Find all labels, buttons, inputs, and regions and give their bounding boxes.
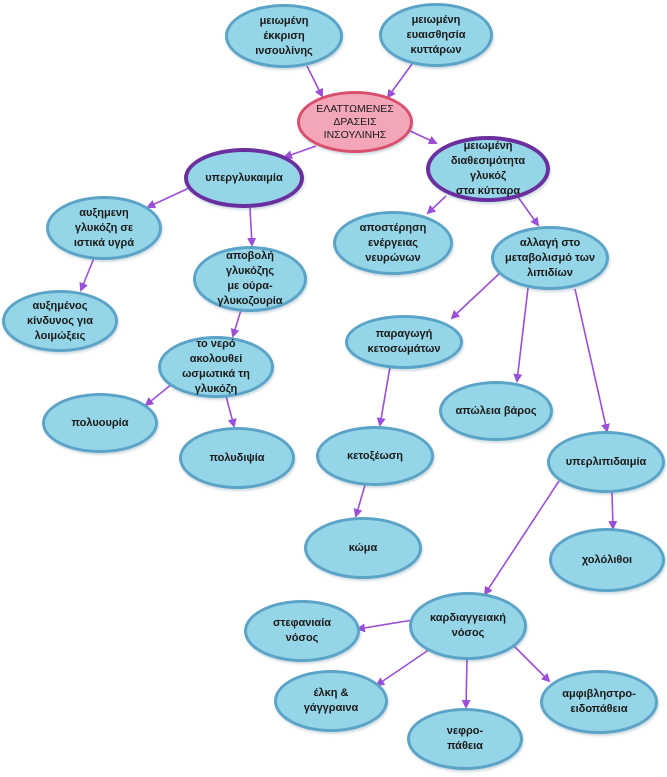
node-ketoacidosis: κετοξέωση: [316, 426, 434, 486]
node-polyuria: πολυουρία: [42, 393, 158, 453]
node-reduced-glucose-availability: μειωμένη διαθεσιμότητα γλυκόζ στα κύτταρ…: [426, 136, 550, 202]
arrow-root-to-availability: [407, 129, 438, 145]
arrow-lipid-to-hyperlipidemia: [574, 288, 610, 433]
node-retinopathy: αμφιβληστρο- ειδοπάθεια: [540, 670, 658, 734]
arrow-cardiovascular-to-ulcers: [375, 646, 434, 687]
node-reduced-insulin-secretion: μειωμένη έκκριση ινσουλίνης: [225, 4, 343, 68]
node-polydipsia: πολυδιψία: [179, 427, 295, 489]
node-infection-risk-label: αυξημένος κίνδυνος για λοιμώξεις: [27, 299, 93, 342]
node-weight-loss: απώλεια βάρος: [439, 381, 553, 441]
node-coma-label: κώμα: [348, 541, 378, 554]
node-increased-tissue-glucose-label: αυξημενη γλυκόζη σε ιστικά υγρά: [73, 206, 135, 249]
arrow-excretion-to-water: [230, 309, 242, 338]
arrow-tissue-glucose-to-infection: [79, 257, 95, 292]
arrow-hyperglycemia-to-tissue-glucose: [146, 187, 190, 209]
node-coronary-disease-label: στεφανιαία νόσος: [272, 617, 332, 644]
node-ketone-production: παραγωγή κετοσωμάτων: [345, 315, 463, 369]
node-lipid-metabolism-change: αλλαγή στο μεταβολισμό των λιπιδίων: [491, 226, 609, 290]
node-water-follows-glucose-label: το νερό ακολουθεί ωσμωτικά τη γλυκόζη: [182, 338, 250, 395]
node-weight-loss-label: απώλεια βάρος: [455, 404, 537, 417]
arrow-hyperglycemia-to-excretion: [247, 207, 257, 247]
node-reduced-insulin-secretion-label: μειωμένη έκκριση ινσουλίνης: [255, 14, 313, 57]
arrow-availability-to-neuron: [426, 195, 447, 215]
node-gallstones-label: χολόλιθοι: [581, 553, 633, 566]
node-increased-tissue-glucose: αυξημενη γλυκόζη σε ιστικά υγρά: [46, 196, 162, 260]
node-coma: κώμα: [304, 517, 422, 579]
node-hyperlipidemia: υπερλιπιδαιμία: [547, 431, 665, 493]
node-neuron-energy-deprivation: αποστέρηση ενέργειας νευρώνων: [333, 211, 453, 275]
node-cardiovascular-disease-label: καρδιαγγειακή νόσος: [430, 612, 506, 639]
node-ulcers-gangrene-label: έλκη & γάγγραινα: [303, 687, 359, 714]
node-infection-risk: αυξημένος κίνδυνος για λοιμώξεις: [2, 290, 118, 352]
arrow-availability-to-lipid: [517, 196, 540, 227]
node-gallstones: χολόλιθοι: [549, 528, 665, 592]
arrow-hyperlipidemia-to-gallstones: [608, 491, 618, 530]
node-reduced-insulin-action-label: ΕΛΑΤΤΩΜΕΝΕΣ ΔΡΑΣΕΙΣ ΙΝΣΟΥΛΙΝΗΣ: [316, 102, 394, 141]
arrow-ketone-to-ketoacidosis: [376, 366, 391, 427]
node-hyperglycemia: υπεργλυκαιμία: [184, 148, 304, 208]
arrow-water-to-polyuria: [144, 383, 173, 407]
node-reduced-insulin-action: ΕΛΑΤΤΩΜΕΝΕΣ ΔΡΑΣΕΙΣ ΙΝΣΟΥΛΙΝΗΣ: [297, 91, 413, 153]
arrow-root-to-hyperglycemia: [283, 145, 317, 159]
arrow-lipid-to-weight-loss: [513, 287, 529, 383]
node-neuron-energy-deprivation-label: αποστέρηση ενέργειας νευρώνων: [359, 221, 427, 264]
node-hyperglycemia-label: υπεργλυκαιμία: [205, 171, 283, 184]
arrow-secretion-to-root: [306, 65, 323, 98]
node-glucose-excretion-label: αποβολή γλυκόζης με ούρα- γλυκοζουρία: [217, 250, 283, 307]
arrow-water-to-polydipsia: [225, 395, 237, 428]
node-reduced-cell-sensitivity: μειωμένη ευαισθησία κυττάρων: [379, 3, 493, 67]
node-ulcers-gangrene: έλκη & γάγγραινα: [274, 670, 388, 732]
arrow-sensitivity-to-root: [386, 63, 413, 99]
node-lipid-metabolism-change-label: αλλαγή στο μεταβολισμό των λιπιδίων: [505, 236, 595, 279]
node-nephropathy: νεφρο- πάθεια: [407, 708, 523, 770]
node-hyperlipidemia-label: υπερλιπιδαιμία: [565, 455, 647, 468]
arrows: [79, 63, 618, 709]
arrow-ketoacidosis-to-coma: [353, 484, 366, 518]
node-coronary-disease: στεφανιαία νόσος: [244, 600, 360, 662]
node-ketoacidosis-label: κετοξέωση: [346, 449, 404, 462]
node-glucose-excretion: αποβολή γλυκόζης με ούρα- γλυκοζουρία: [193, 246, 307, 312]
arrow-hyperlipidemia-to-cardiovascular: [483, 480, 560, 596]
node-nephropathy-label: νεφρο- πάθεια: [446, 725, 484, 752]
node-water-follows-glucose: το νερό ακολουθεί ωσμωτικά τη γλυκόζη: [158, 336, 274, 398]
node-retinopathy-label: αμφιβληστρο- ειδοπάθεια: [562, 688, 636, 715]
arrow-cardiovascular-to-coronary: [356, 619, 414, 633]
arrow-cardiovascular-to-retinopathy: [512, 644, 551, 683]
node-reduced-cell-sensitivity-label: μειωμένη ευαισθησία κυττάρων: [406, 13, 466, 56]
node-cardiovascular-disease: καρδιαγγειακή νόσος: [409, 592, 527, 660]
node-ketone-production-label: παραγωγή κετοσωμάτων: [367, 328, 441, 355]
node-polydipsia-label: πολυδιψία: [209, 451, 265, 464]
node-polyuria-label: πολυουρία: [71, 416, 129, 429]
arrow-cardiovascular-to-nephropathy: [461, 659, 471, 709]
node-reduced-glucose-availability-label: μειωμένη διαθεσιμότητα γλυκόζ στα κύτταρ…: [450, 140, 526, 197]
arrow-lipid-to-ketone: [450, 271, 502, 320]
